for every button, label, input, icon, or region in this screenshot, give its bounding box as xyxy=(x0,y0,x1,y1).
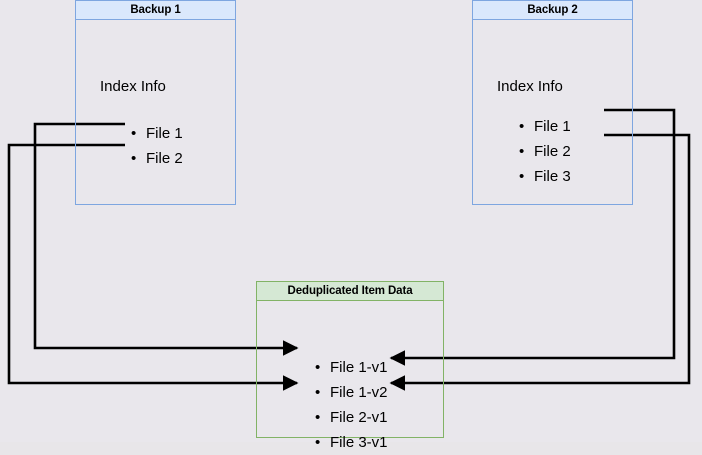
node-deduplicated-item-data-header: Deduplicated Item Data xyxy=(256,281,444,301)
node-backup-1-header: Backup 1 xyxy=(75,0,236,20)
list-item: File 1-v1 xyxy=(315,355,388,380)
list-item: File 2-v1 xyxy=(315,405,388,430)
node-backup-1-body: Index Info File 1 File 2 xyxy=(75,20,236,205)
node-backup-2-body: Index Info File 1 File 2 File 3 xyxy=(472,20,633,205)
backup-1-index-info-label: Index Info xyxy=(100,78,166,95)
list-item: File 1 xyxy=(131,121,183,146)
list-item: File 2 xyxy=(519,139,571,164)
list-item: File 1 xyxy=(519,114,571,139)
list-item: File 1-v2 xyxy=(315,380,388,405)
dedup-file-list: File 1-v1 File 1-v2 File 2-v1 File 3-v1 xyxy=(315,355,388,455)
node-backup-1[interactable]: Backup 1 Index Info File 1 File 2 xyxy=(75,0,236,205)
list-item: File 3-v1 xyxy=(315,430,388,455)
backup-2-index-info-label: Index Info xyxy=(497,78,563,95)
node-deduplicated-item-data[interactable]: Deduplicated Item Data File 1-v1 File 1-… xyxy=(256,281,444,455)
list-item: File 2 xyxy=(131,146,183,171)
node-backup-2-header: Backup 2 xyxy=(472,0,633,20)
list-item: File 3 xyxy=(519,164,571,189)
node-backup-2[interactable]: Backup 2 Index Info File 1 File 2 File 3 xyxy=(472,0,633,205)
backup-1-file-list: File 1 File 2 xyxy=(131,121,183,171)
diagram-canvas: Backup 1 Index Info File 1 File 2 Backup… xyxy=(0,0,702,442)
backup-2-file-list: File 1 File 2 File 3 xyxy=(519,114,571,189)
node-deduplicated-item-data-body: File 1-v1 File 1-v2 File 2-v1 File 3-v1 xyxy=(256,301,444,455)
